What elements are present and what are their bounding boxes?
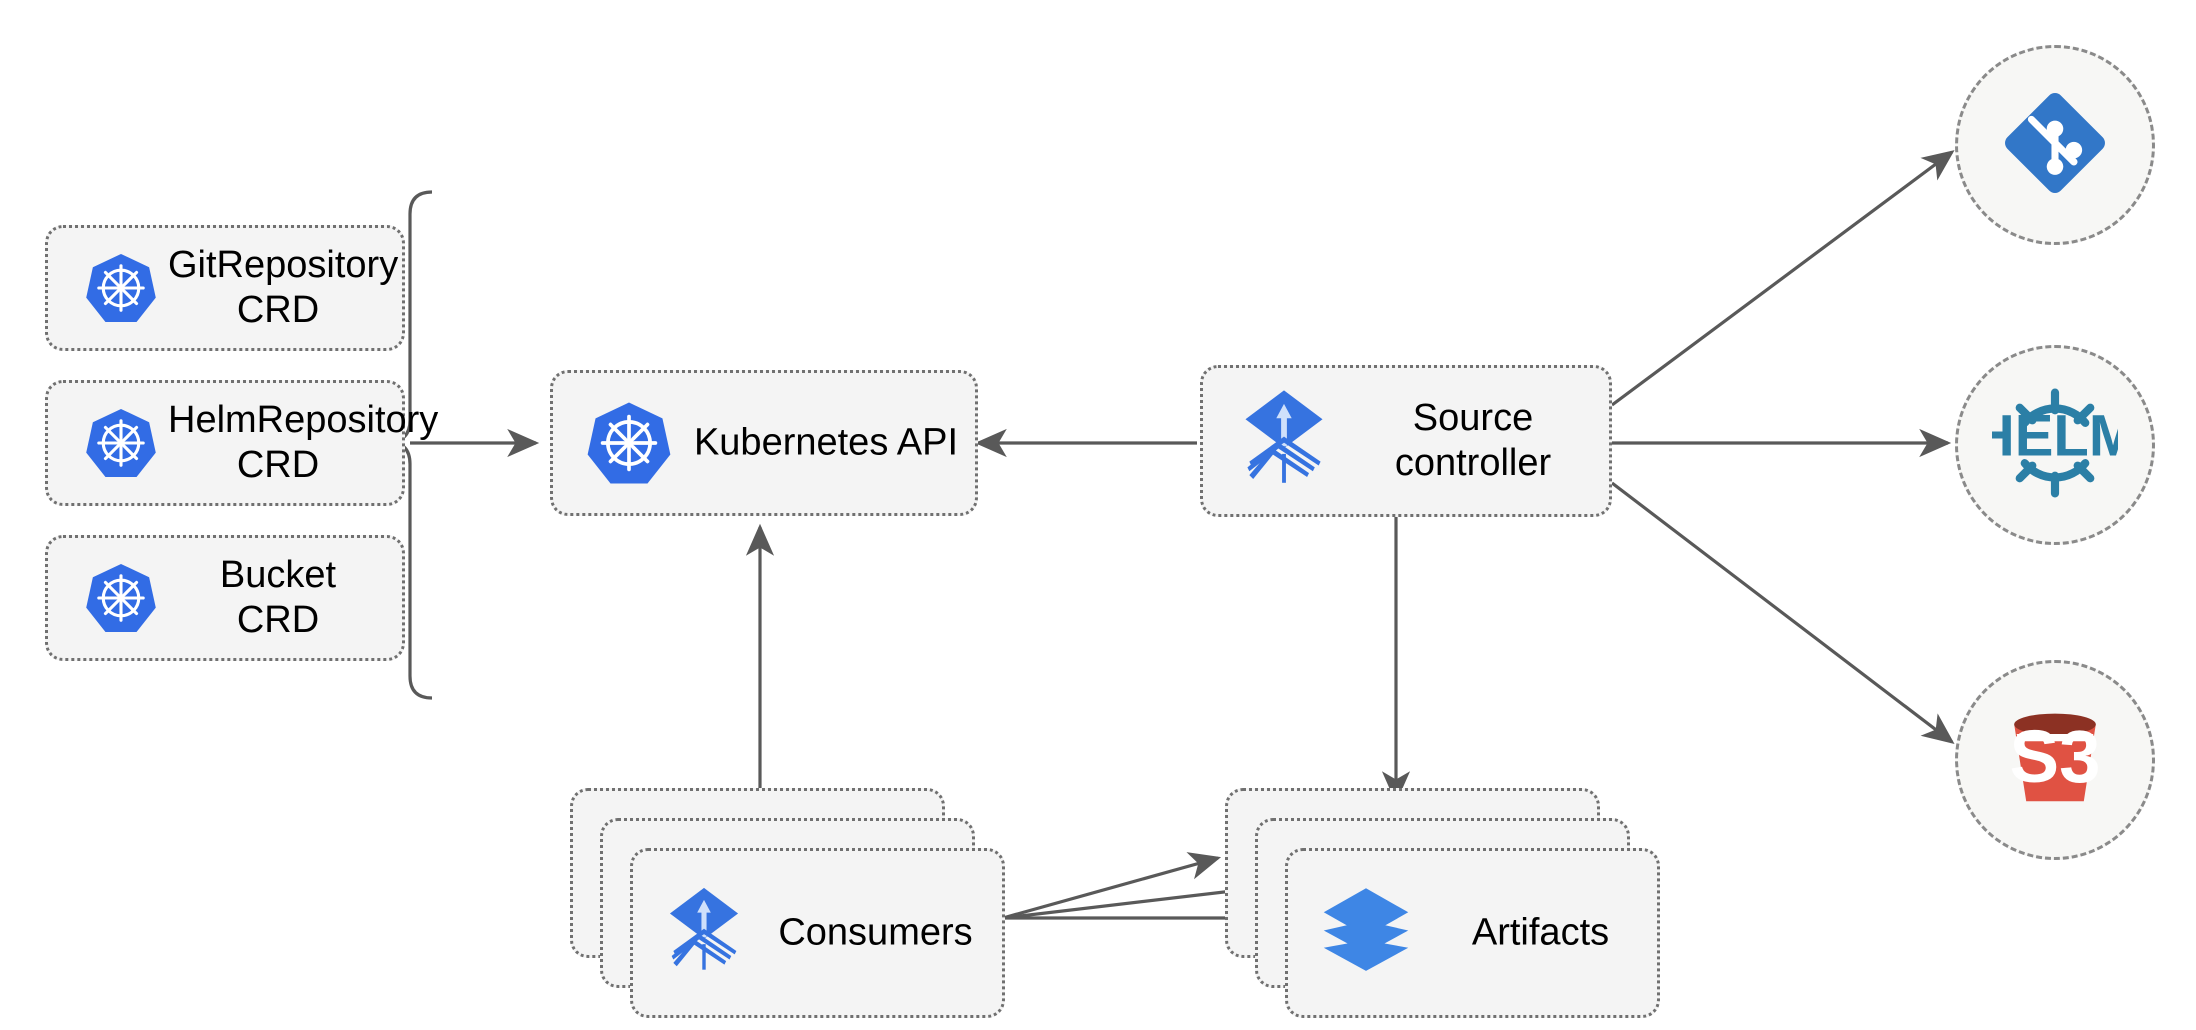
kubernetes-icon — [84, 251, 158, 325]
node-consumers[interactable]: Consumers — [630, 848, 1005, 1018]
layers-icon — [1318, 883, 1414, 984]
edge-source-to-s3 — [1611, 481, 1955, 744]
edge-consumers-to-artifacts-2 — [1002, 877, 1262, 920]
flux-icon — [1235, 387, 1333, 496]
provider-git[interactable] — [1955, 45, 2155, 245]
node-kubernetes-api[interactable]: Kubernetes API — [550, 370, 978, 516]
node-artifacts[interactable]: Artifacts — [1285, 848, 1660, 1018]
kubernetes-icon — [84, 561, 158, 635]
flux-icon — [661, 885, 747, 982]
git-icon — [1996, 84, 2114, 207]
node-label: Consumers — [778, 911, 973, 954]
edge-source-to-git — [1611, 150, 1955, 407]
s3-wordmark: S3 — [2010, 715, 2101, 798]
helm-wordmark: HELM — [1992, 404, 2118, 468]
node-label: Artifacts — [1471, 911, 1610, 954]
helm-icon: HELM — [1973, 380, 2137, 511]
s3-icon: S3 — [1995, 698, 2115, 823]
node-label: Kubernetes API — [693, 421, 959, 464]
edge-consumers-to-artifacts-1 — [1002, 852, 1222, 920]
provider-s3[interactable]: S3 — [1955, 660, 2155, 860]
kubernetes-icon — [84, 406, 158, 480]
kubernetes-icon — [585, 399, 673, 487]
provider-helm[interactable]: HELM — [1955, 345, 2155, 545]
